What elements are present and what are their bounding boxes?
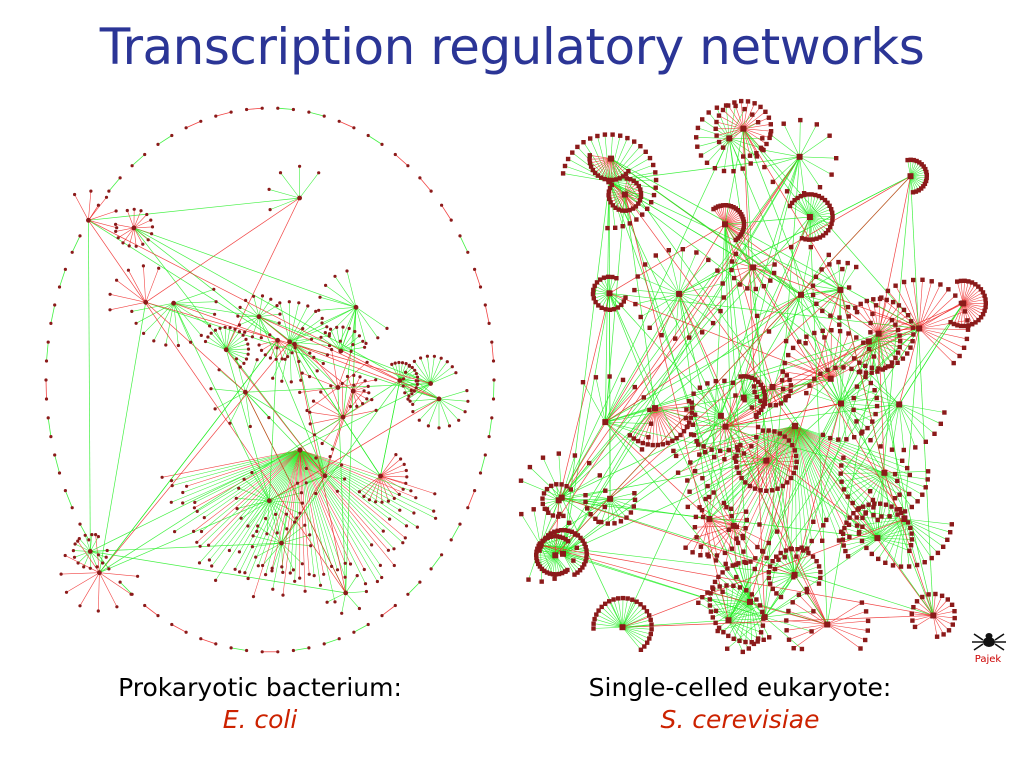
left-caption: Prokaryotic bacterium: E. coli: [50, 672, 470, 736]
pajek-logo-label: Pajek: [974, 654, 1002, 665]
left-caption-species: E. coli: [222, 705, 298, 734]
right-caption: Single-celled eukaryote: S. cerevisiae: [530, 672, 950, 736]
right-caption-organism-type: Single-celled eukaryote:: [588, 673, 892, 702]
slide-title: Transcription regulatory networks: [99, 18, 925, 76]
yeast-network-graph: [518, 98, 988, 655]
pajek-spider-logo-icon: [972, 633, 1006, 651]
right-caption-species: S. cerevisiae: [660, 705, 820, 734]
left-caption-organism-type: Prokaryotic bacterium:: [118, 673, 402, 702]
ecoli-network-graph: [44, 106, 496, 654]
